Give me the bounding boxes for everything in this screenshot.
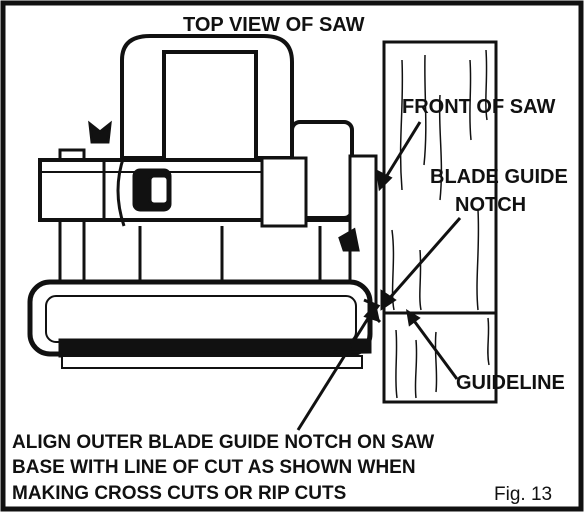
- saw-body: [27, 34, 382, 369]
- front-arrow: [381, 121, 422, 183]
- guideline-arrow: [410, 317, 459, 380]
- caption-arrow: [296, 311, 374, 431]
- diagram-title: TOP VIEW OF SAW: [183, 14, 365, 36]
- notch-arrow: [386, 217, 462, 301]
- label-guideline: GUIDELINE: [456, 372, 565, 394]
- leader-arrows: [296, 121, 462, 431]
- caption-line-1: ALIGN OUTER BLADE GUIDE NOTCH ON SAW: [12, 432, 435, 453]
- label-front-of-saw: FRONT OF SAW: [402, 96, 556, 118]
- wood-board: [382, 40, 498, 404]
- label-blade-guide: BLADE GUIDE: [430, 166, 568, 188]
- figure-number: Fig. 13: [494, 484, 553, 505]
- caption-line-3: MAKING CROSS CUTS OR RIP CUTS: [12, 483, 347, 504]
- label-notch: NOTCH: [455, 194, 527, 216]
- caption-line-2: BASE WITH LINE OF CUT AS SHOWN WHEN: [12, 457, 416, 478]
